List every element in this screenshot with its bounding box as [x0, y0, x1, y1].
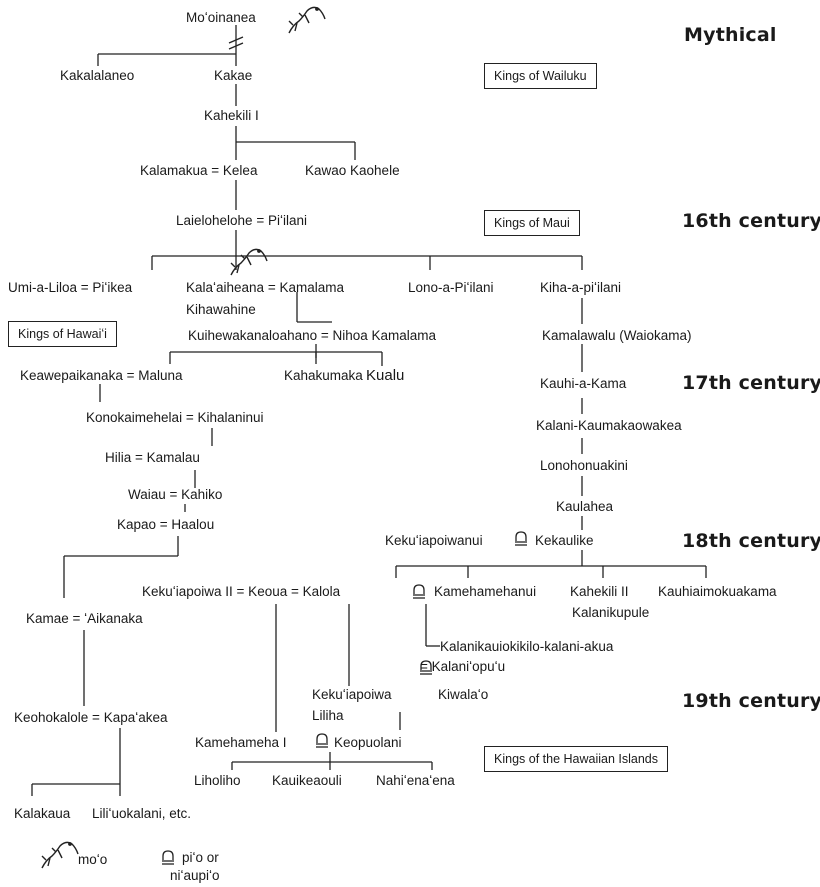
name-kahakumaka: Kahakumaka	[284, 368, 363, 383]
lizard-icon	[288, 6, 326, 34]
legend-pio-label-1: piʻo or	[182, 850, 219, 865]
name-kekaulike: Kekaulike	[535, 533, 594, 548]
name-liholiho: Liholiho	[194, 773, 241, 788]
pio-union-icon	[413, 584, 425, 599]
lizard-icon	[41, 841, 79, 869]
legend-moo-label: moʻo	[78, 852, 108, 867]
name-nahienaena: Nahiʻenaʻena	[376, 773, 455, 788]
name-hilia: Hilia = Kamalau	[105, 450, 200, 465]
name-kakae: Kakae	[214, 68, 253, 83]
pio-union-icon	[420, 660, 432, 675]
pio-union-icon	[162, 850, 174, 865]
period-16th-century: 16th century	[682, 210, 820, 232]
name-laielohelohe: Laielohelohe = Piʻilani	[176, 213, 307, 228]
name-kauikeaouli: Kauikeaouli	[272, 773, 342, 788]
period-mythical: Mythical	[684, 24, 777, 46]
name-liliuokalani: Liliʻuokalani, etc.	[92, 806, 192, 821]
name-kekuiapoiwanui: Kekuʻiapoiwanui	[385, 533, 483, 548]
name-kauhi-a-kama: Kauhi-a-Kama	[540, 376, 627, 391]
name-kamalawalu: Kamalawalu (Waiokama)	[542, 328, 692, 343]
name-kualu: Kualu	[366, 367, 405, 384]
name-kakalalaneo: Kakalalaneo	[60, 68, 135, 83]
box-kings-of-maui: Kings of Maui	[484, 210, 580, 236]
name-lonohonuakini: Lonohonuakini	[540, 458, 628, 473]
name-liliha: Liliha	[312, 708, 344, 723]
legend-pio-label-2: niʻaupiʻo	[170, 868, 220, 883]
name-keohokalole: Keohokalole = Kapaʻakea	[14, 710, 168, 725]
name-waiau: Waiau = Kahiko	[128, 487, 223, 502]
name-kalaniopuu: = Kalaniʻopuʻu	[420, 659, 506, 674]
name-keoua-kalola: Kekuʻiapoiwa II = Keoua = Kalola	[142, 584, 341, 599]
name-kapao: Kapao = Haalou	[117, 517, 215, 532]
lizard-icon	[230, 248, 268, 276]
period-19th-century: 19th century	[682, 690, 820, 712]
name-kuihewakanaloahano: Kuihewakanaloahano = Nihoa Kamalama	[188, 328, 437, 343]
period-18th-century: 18th century	[682, 530, 820, 552]
name-kihawahine: Kihawahine	[186, 302, 256, 317]
pio-union-icon	[515, 531, 527, 546]
name-kekuiapoiwa: Kekuʻiapoiwa	[312, 687, 392, 702]
name-kawao-kaohele: Kawao Kaohele	[305, 163, 400, 178]
name-lono-a-piilani: Lono-a-Piʻilani	[408, 280, 494, 295]
name-kalaaiheana: Kalaʻaiheana = Kamalama	[186, 280, 344, 295]
name-keawepaikanaka: Keawepaikanaka = Maluna	[20, 368, 183, 383]
name-mooinanea: Moʻoinanea	[186, 10, 256, 25]
name-kahekili-1: Kahekili I	[204, 108, 259, 123]
name-kalani-kaumakaowakea: Kalani-Kaumakaowakea	[536, 418, 682, 433]
name-kiwalao: Kiwalaʻo	[438, 687, 489, 702]
name-umi-a-liloa: Umi-a-Liloa = Piʻikea	[8, 280, 133, 295]
name-kalanikauiokikilo: Kalanikauiokikilo-kalani-akua	[440, 639, 614, 654]
name-kiha-a-piilani: Kiha-a-piʻilani	[540, 280, 622, 295]
name-kalamakua-kelea: Kalamakua = Kelea	[140, 163, 258, 178]
box-kings-of-hawaiian-islands: Kings of the Hawaiian Islands	[484, 746, 668, 772]
name-kauhiaimokuakama: Kauhiaimokuakama	[658, 584, 777, 599]
name-konokaimehelai: Konokaimehelai = Kihalaninui	[86, 410, 264, 425]
period-17th-century: 17th century	[682, 372, 820, 394]
box-kings-of-wailuku: Kings of Wailuku	[484, 63, 597, 89]
name-kalakaua: Kalakaua	[14, 806, 71, 821]
name-kamehamehanui: Kamehamehanui	[434, 584, 537, 599]
name-kamae: Kamae = ʻAikanaka	[26, 611, 143, 626]
name-keopuolani: Keopuolani	[334, 735, 402, 750]
name-kalanikupule: Kalanikupule	[572, 605, 650, 620]
box-kings-of-hawaii: Kings of Hawaiʻi	[8, 321, 117, 347]
name-kaulahea: Kaulahea	[556, 499, 614, 514]
name-kamehameha-1: Kamehameha I	[195, 735, 287, 750]
name-kahekili-2: Kahekili II	[570, 584, 629, 599]
pio-union-icon	[316, 733, 328, 748]
